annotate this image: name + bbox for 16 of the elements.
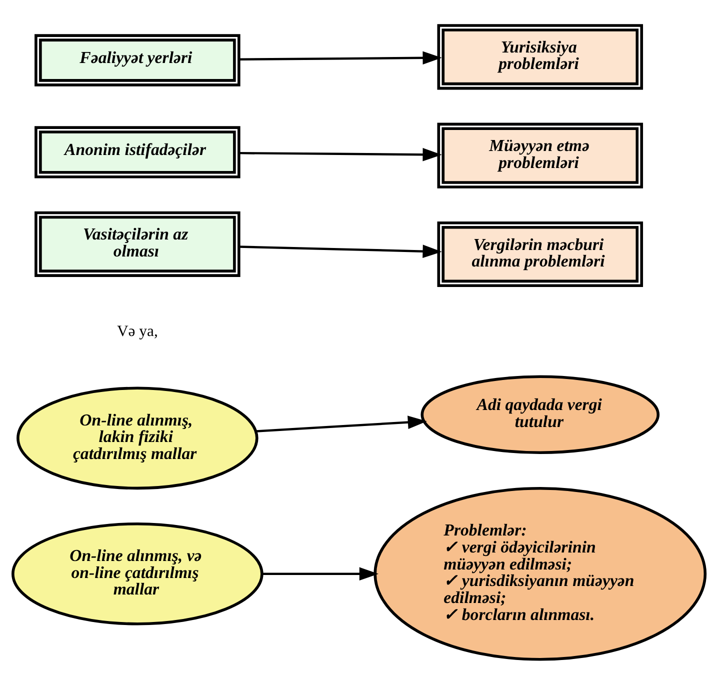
- node-box: Müəyyən etmə problemləri: [437, 122, 644, 188]
- node-box: Vasitəçilərin az olması: [34, 210, 240, 276]
- label: Və ya,: [116, 322, 158, 340]
- arrow: [262, 566, 378, 580]
- node-ellipse: Adi qaydada vergi tutulur: [420, 374, 660, 454]
- node-box: Yurisiksiya problemləri: [437, 24, 644, 90]
- node-ellipse: On-line alınmış, və on-line çatdırılmış mallar: [12, 522, 264, 625]
- node-box: Anonim istifadəçilər: [34, 126, 240, 178]
- arrow: [256, 415, 427, 432]
- node-box: Vergilərin məcburi alınma problemləri: [437, 220, 644, 287]
- node-box: Fəaliyyət yerləri: [34, 34, 240, 86]
- node-ellipse: Problemlər: ✓ vergi ödəyicilərinin müəyyən edilməsi; ✓ yurisdiksiyanın müəyyən edilməsi; ✓ borcların alınması.: [374, 486, 707, 660]
- arrow: [239, 147, 442, 161]
- arrow: [239, 50, 442, 64]
- node-ellipse: On-line alınmış, lakin fiziki çatdırılmış mallar: [16, 386, 258, 490]
- arrow: [239, 244, 442, 258]
